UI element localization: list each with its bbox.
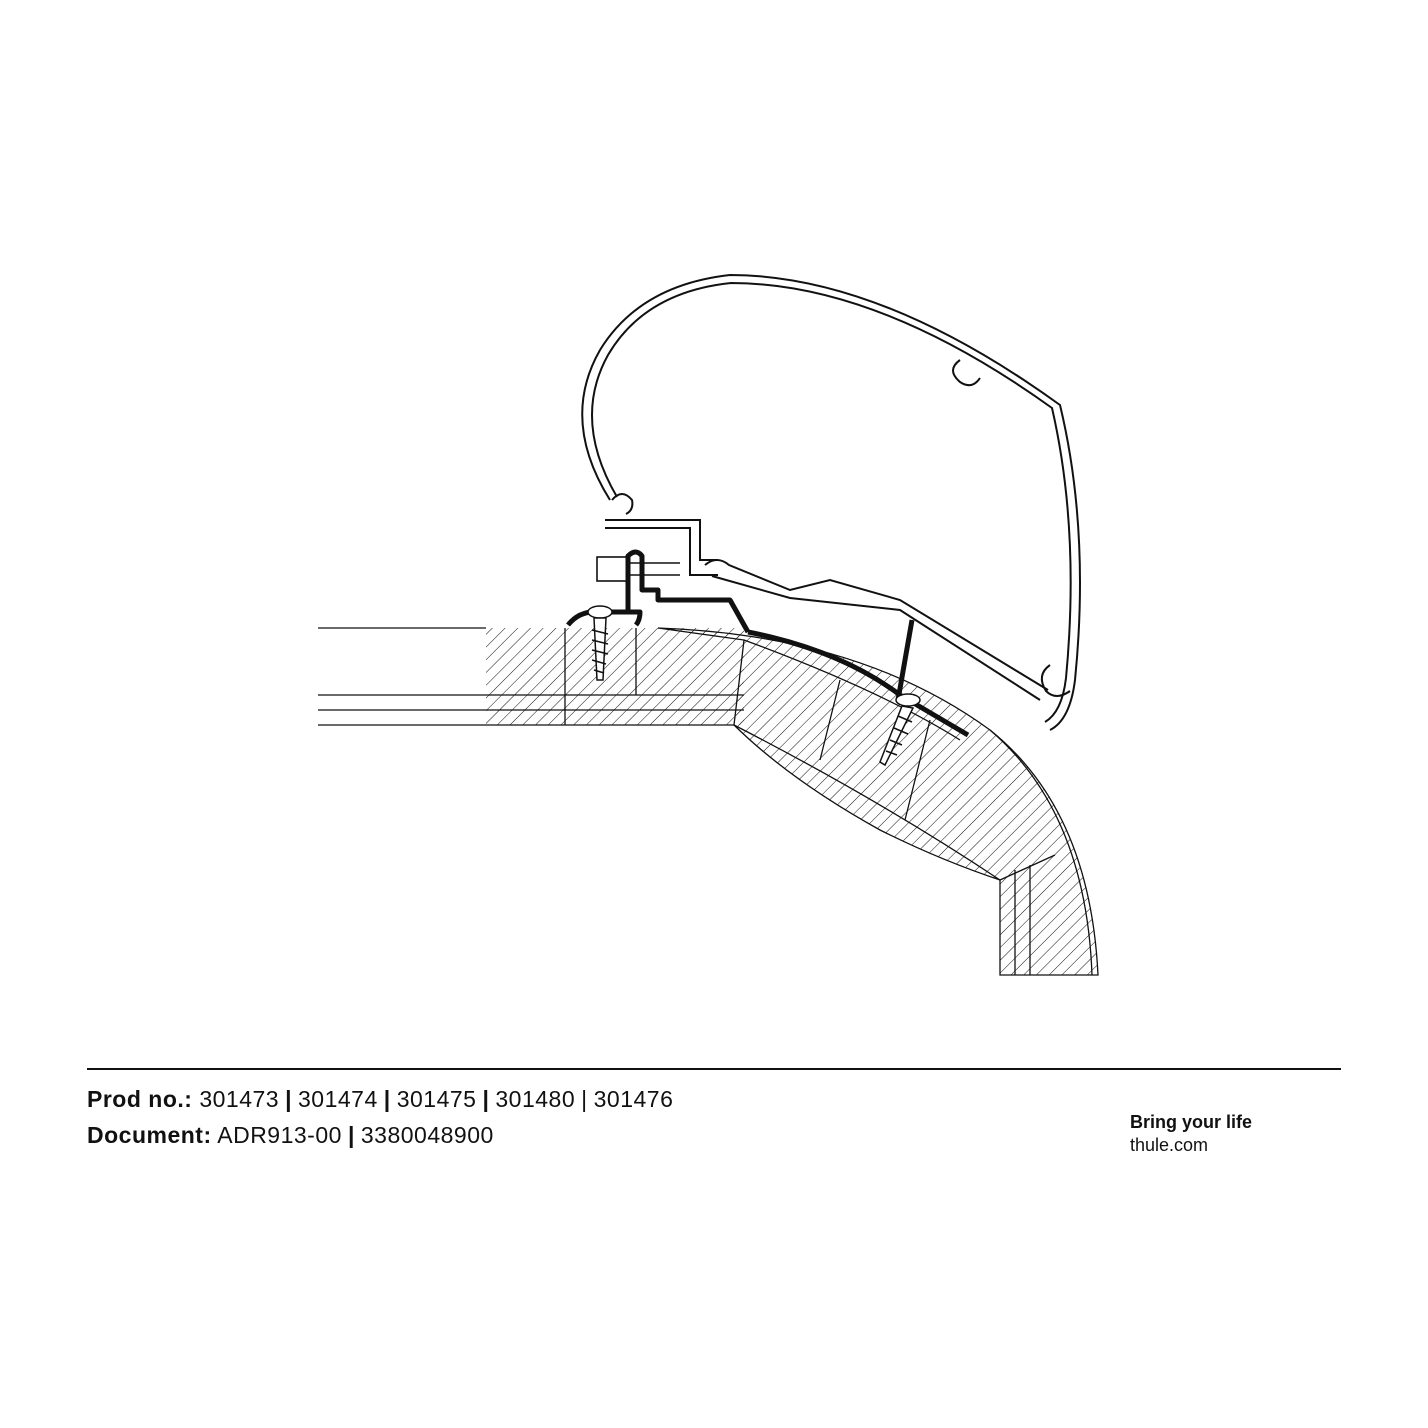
document-label: Document: [87, 1122, 212, 1148]
document-number: 3380048900 [360, 1122, 494, 1148]
prod-number: 301474 [298, 1086, 378, 1112]
prod-number: 301475 [396, 1086, 477, 1112]
awning-adapter-section-drawing [318, 273, 1099, 976]
product-numbers-row: Prod no.: 301473|301474|301475|301480|30… [87, 1086, 674, 1112]
brand-website[interactable]: thule.com [1130, 1135, 1209, 1155]
prod-label: Prod no.: [87, 1086, 193, 1112]
prod-number: 301473 [199, 1086, 280, 1112]
awning-cassette-profile [581, 273, 1081, 731]
brand-tagline: Bring your life [1130, 1112, 1253, 1132]
footer-divider [87, 1068, 1341, 1070]
mounting-bracket [566, 549, 970, 738]
document-row: Document: ADR913-00|3380048900 [87, 1122, 494, 1148]
roof-layer-lines [318, 627, 486, 726]
prod-number: 301480 [495, 1086, 576, 1112]
brand-block: Bring your life thule.com [1130, 1111, 1252, 1157]
roof-section-hatched [486, 628, 744, 726]
wall-corner-hatched [657, 627, 1099, 976]
adapter-rail [596, 519, 1049, 701]
document-code: ADR913-00 [217, 1122, 342, 1148]
prod-number: 301476 [593, 1086, 674, 1112]
screw-left [587, 605, 613, 681]
screw-right [879, 693, 921, 767]
